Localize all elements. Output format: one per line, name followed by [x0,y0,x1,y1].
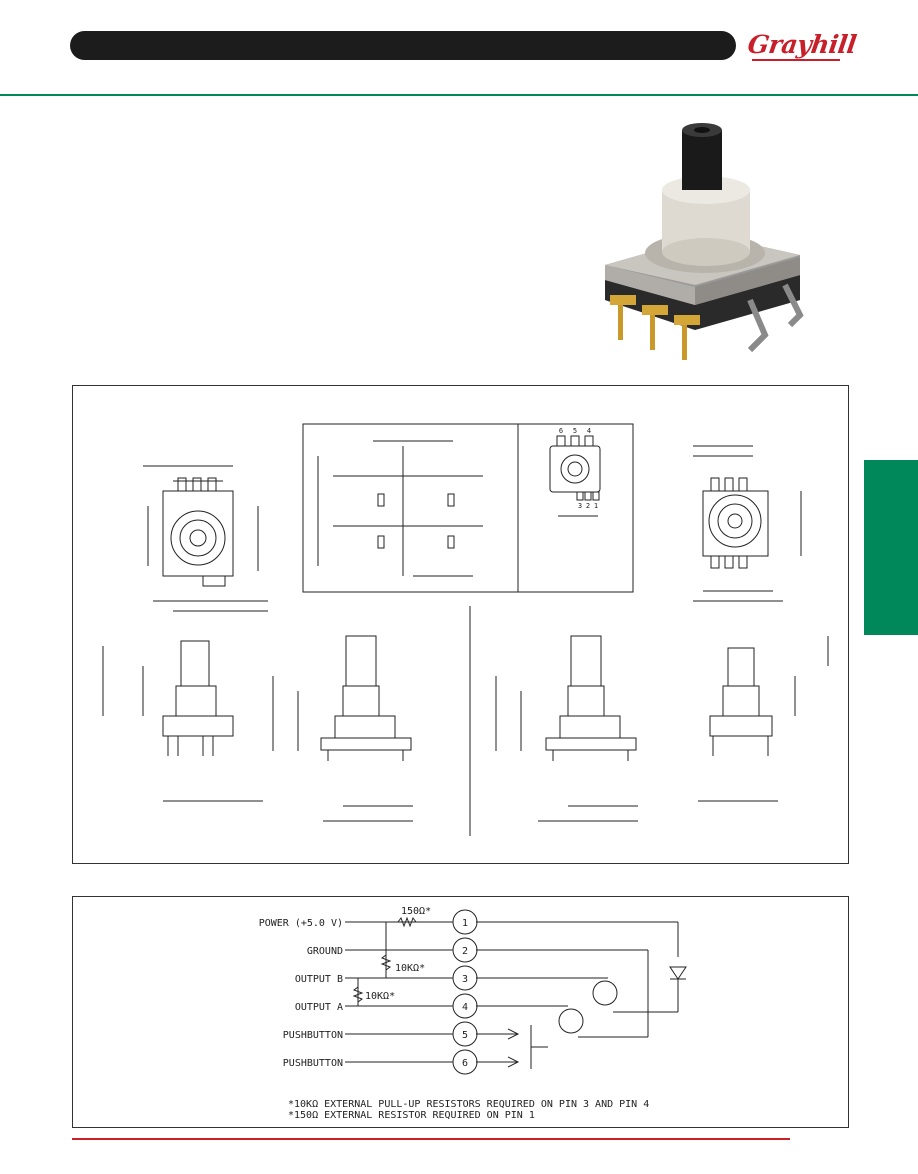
pin-label-top-5: 5 [573,427,577,435]
schematic-panel: POWER (+5.0 V) GROUND OUTPUT B OUTPUT A … [72,896,849,1128]
wiring-schematic: POWER (+5.0 V) GROUND OUTPUT B OUTPUT A … [259,906,687,1121]
pin-label-top-4: 4 [587,427,591,435]
resistor-150-label: 150Ω* [401,906,431,917]
header-bar [70,31,736,60]
section-tab [864,460,918,635]
mechanical-drawing: 6 5 4 3 2 1 [102,423,829,836]
output-b-label: OUTPUT B [295,974,343,985]
power-label: POWER (+5.0 V) [259,918,343,929]
header-rule [0,94,918,96]
logo-underline [752,59,840,61]
note-pullup: *10KΩ EXTERNAL PULL-UP RESISTORS REQUIRE… [288,1099,649,1110]
pin-label-bottom-3: 3 [578,502,582,510]
pin-1: 1 [462,918,468,929]
pin-label-top-6: 6 [559,427,563,435]
dimension-drawings-panel: 6 5 4 3 2 1 [72,385,849,864]
resistor-10k-a-label: 10KΩ* [365,991,395,1002]
pushbutton-label-2: PUSHBUTTON [283,1058,343,1069]
ground-label: GROUND [307,946,343,957]
pin-label-bottom-1: 1 [594,502,598,510]
pin-6: 6 [462,1058,468,1069]
note-150: *150Ω EXTERNAL RESISTOR REQUIRED ON PIN … [288,1110,535,1121]
footer-rule [72,1138,790,1140]
product-photo [605,123,804,360]
grayhill-logo: Grayhill [745,30,858,59]
output-a-label: OUTPUT A [295,1002,343,1013]
pin-5: 5 [462,1030,468,1041]
pushbutton-label-1: PUSHBUTTON [283,1030,343,1041]
pin-3: 3 [462,974,468,985]
pin-label-bottom-2: 2 [586,502,590,510]
pin-4: 4 [462,1002,468,1013]
pin-2: 2 [462,946,468,957]
resistor-10k-b-label: 10KΩ* [395,963,425,974]
